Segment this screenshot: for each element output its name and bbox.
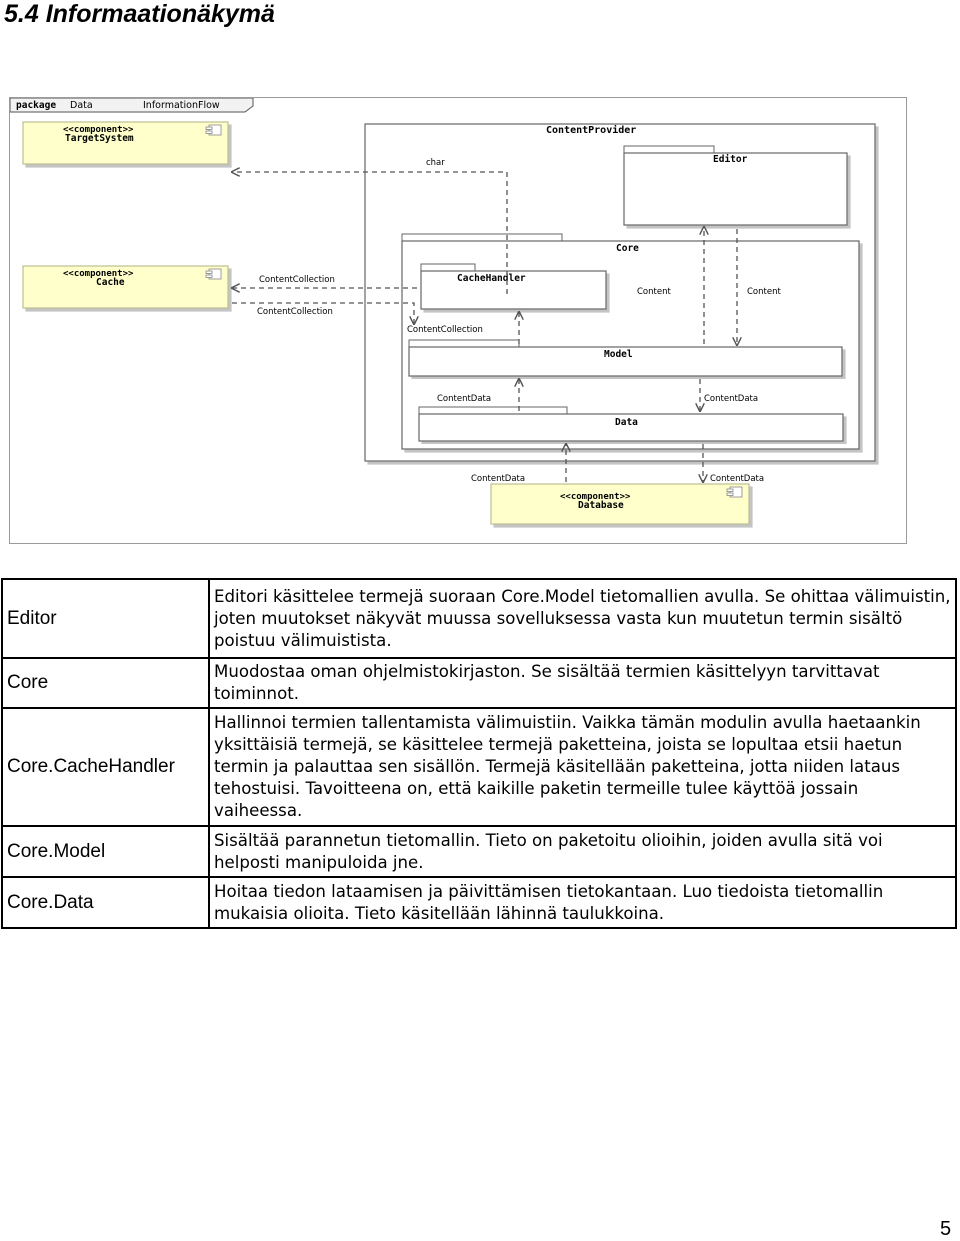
label-content-collection-1: ContentCollection xyxy=(259,275,335,285)
cache-stereotype: <<component>> xyxy=(63,269,134,279)
module-name: Core.CacheHandler xyxy=(1,707,210,827)
table-row: Core.CacheHandler Hallinnoi termien tall… xyxy=(1,707,957,827)
information-flows xyxy=(232,172,737,482)
label-contentdata-model-right: ContentData xyxy=(704,394,758,404)
label-contentdata-db-right: ContentData xyxy=(710,474,764,484)
label-char: char xyxy=(426,158,445,168)
module-name: Editor xyxy=(1,578,210,659)
label-handler-collection: ContentCollection xyxy=(407,325,483,335)
target-stereotype: <<component>> xyxy=(63,125,134,135)
package-keyword: package xyxy=(16,100,56,111)
table-row: Core Muodostaa oman ohjelmistokirjaston.… xyxy=(1,657,957,709)
label-content-left: Content xyxy=(637,287,671,297)
component-icon xyxy=(726,486,743,498)
module-description-table: Editor Editori käsittelee termejä suoraa… xyxy=(1,578,957,929)
module-name: Core xyxy=(1,657,210,709)
database-stereotype: <<component>> xyxy=(560,492,631,502)
target-system-component: <<component>> TargetSystem xyxy=(22,121,229,165)
information-flow-diagram: package Data InformationFlow <<component… xyxy=(9,97,907,544)
data-label: Data xyxy=(615,417,638,428)
module-name: Core.Data xyxy=(1,876,210,929)
core-label: Core xyxy=(616,243,639,254)
flow-char xyxy=(232,172,508,294)
package-tab: package Data InformationFlow xyxy=(10,98,254,113)
editor-label: Editor xyxy=(713,154,748,165)
editor-package: Editor xyxy=(623,145,848,226)
module-description: Muodostaa oman ohjelmistokirjaston. Se s… xyxy=(208,657,957,709)
module-description: Sisältää parannetun tietomallin. Tieto o… xyxy=(208,825,957,878)
cache-component: <<component>> Cache xyxy=(22,265,229,309)
cache-name: Cache xyxy=(96,277,125,288)
table-row: Core.Model Sisältää parannetun tietomall… xyxy=(1,825,957,878)
label-content-right: Content xyxy=(747,287,781,297)
module-name: Core.Model xyxy=(1,825,210,878)
database-component: <<component>> Database xyxy=(490,483,750,525)
target-name: TargetSystem xyxy=(65,133,134,144)
package-flow-name: InformationFlow xyxy=(143,100,220,111)
module-description: Hoitaa tiedon lataamisen ja päivittämise… xyxy=(208,876,957,929)
label-contentdata-model-left: ContentData xyxy=(437,394,491,404)
component-icon xyxy=(205,124,222,136)
cache-handler-package: CacheHandler xyxy=(420,263,607,310)
label-contentdata-db-left: ContentData xyxy=(471,474,525,484)
model-package: Model xyxy=(408,339,843,377)
label-content-collection-2: ContentCollection xyxy=(257,307,333,317)
data-package: Data xyxy=(418,406,844,442)
table-row: Core.Data Hoitaa tiedon lataamisen ja pä… xyxy=(1,876,957,929)
module-description: Hallinnoi termien tallentamista välimuis… xyxy=(208,707,957,827)
model-label: Model xyxy=(604,349,633,360)
database-name: Database xyxy=(578,500,624,511)
page-number: 5 xyxy=(940,1218,952,1240)
component-icon xyxy=(205,268,222,280)
module-description: Editori käsittelee termejä suoraan Core.… xyxy=(208,578,957,659)
flow-handler-to-cache xyxy=(232,302,414,324)
table-row: Editor Editori käsittelee termejä suoraa… xyxy=(1,578,957,659)
page-heading: 5.4 Informaationäkymä xyxy=(4,0,275,28)
content-provider-label: ContentProvider xyxy=(546,124,636,136)
package-name: Data xyxy=(70,100,93,111)
cache-handler-label: CacheHandler xyxy=(457,273,526,284)
